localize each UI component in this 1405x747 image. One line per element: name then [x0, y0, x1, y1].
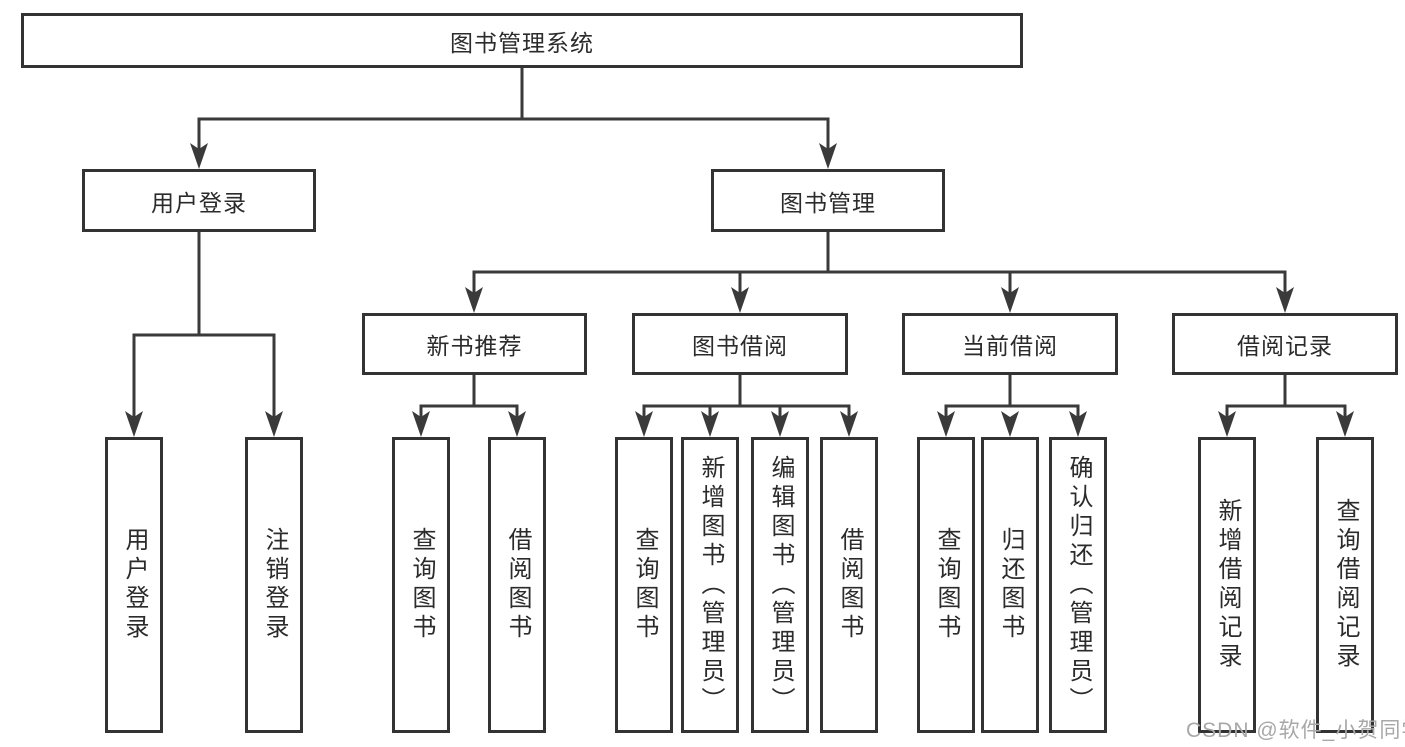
leaf-query-book-3: 查询图书: [917, 437, 975, 733]
node-borrow-record: 借阅记录: [1172, 313, 1398, 375]
node-user-login-label: 用户登录: [151, 189, 247, 216]
leaf-query-book-2: 查询图书: [615, 437, 673, 733]
leaf-borrow-book-2-label: 借阅图书: [836, 527, 863, 643]
node-book-borrow: 图书借阅: [632, 313, 848, 375]
leaf-edit-book-label: 编辑图书（管理员）: [767, 454, 794, 716]
leaf-borrow-book-2: 借阅图书: [820, 437, 878, 733]
leaf-add-book: 新增图书（管理员）: [681, 437, 739, 733]
node-root: 图书管理系统: [21, 13, 1023, 68]
leaf-query-book-1-label: 查询图书: [408, 527, 435, 643]
csdn-watermark: CSDN @软件_小贺同学: [1186, 719, 1405, 742]
leaf-borrow-book-1: 借阅图书: [488, 437, 546, 733]
leaf-return-book: 归还图书: [981, 437, 1039, 733]
leaf-query-book-2-label: 查询图书: [631, 527, 658, 643]
node-current-borrow-label: 当前借阅: [962, 333, 1058, 359]
node-borrow-record-label: 借阅记录: [1237, 333, 1333, 359]
leaf-user-login: 用户登录: [105, 437, 163, 733]
leaf-user-login-label: 用户登录: [121, 527, 148, 643]
node-new-book-recommend-label: 新书推荐: [426, 333, 523, 359]
node-book-management: 图书管理: [711, 169, 945, 232]
leaf-logout: 注销登录: [245, 437, 303, 733]
leaf-add-record-label: 新增借阅记录: [1214, 498, 1241, 672]
leaf-edit-book: 编辑图书（管理员）: [751, 437, 809, 733]
node-root-label: 图书管理系统: [450, 29, 594, 56]
leaf-borrow-book-1-label: 借阅图书: [504, 527, 531, 643]
leaf-query-book-3-label: 查询图书: [933, 527, 960, 643]
leaf-logout-label: 注销登录: [261, 527, 288, 643]
leaf-add-record: 新增借阅记录: [1198, 437, 1256, 733]
leaf-query-record-label: 查询借阅记录: [1332, 498, 1359, 672]
leaf-add-book-label: 新增图书（管理员）: [697, 454, 724, 716]
node-book-management-label: 图书管理: [780, 189, 876, 216]
leaf-query-record: 查询借阅记录: [1316, 437, 1374, 733]
node-book-borrow-label: 图书借阅: [692, 333, 788, 359]
leaf-return-book-label: 归还图书: [997, 527, 1024, 643]
node-current-borrow: 当前借阅: [902, 313, 1118, 375]
node-user-login: 用户登录: [82, 169, 316, 232]
node-new-book-recommend: 新书推荐: [362, 313, 587, 375]
leaf-confirm-return: 确认归还（管理员）: [1049, 437, 1107, 733]
tree-edges: [132, 68, 1347, 418]
leaf-confirm-return-label: 确认归还（管理员）: [1065, 454, 1092, 716]
leaf-query-book-1: 查询图书: [392, 437, 450, 733]
